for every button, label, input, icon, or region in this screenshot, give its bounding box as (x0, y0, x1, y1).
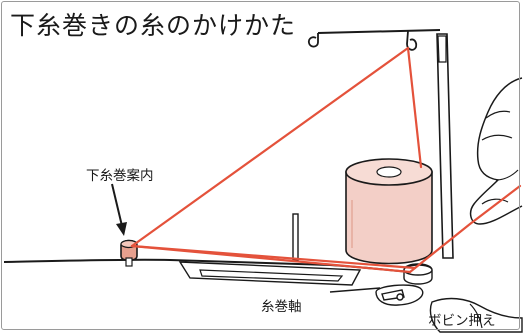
thread-guide-bar (317, 29, 441, 34)
bobbin-winder-mechanism (375, 263, 433, 306)
thread-guide-post (436, 33, 454, 259)
diagram-title: 下糸巻きの糸のかけかた (10, 11, 297, 40)
thread-guide-hook-left (307, 33, 319, 48)
lower-hand-illustration (429, 297, 523, 333)
hand-illustration (469, 77, 523, 225)
thread-spool-hole (376, 166, 402, 178)
label-bobbin-winder-shaft: 糸巻軸 (261, 299, 302, 315)
thread-guide-hook-right (406, 30, 418, 51)
label-bobbin-winder-guide: 下糸巻案内 (86, 168, 154, 184)
thread-path (130, 46, 522, 274)
shaft-pointer-line (329, 287, 381, 293)
spool-pin (292, 213, 299, 261)
label-pointer-arrow (111, 183, 123, 227)
machine-bed-front (178, 261, 362, 286)
thread-spool (345, 171, 433, 265)
label-bobbin-stopper: ボビン押え (428, 313, 496, 329)
machine-bed-slot (199, 269, 344, 282)
